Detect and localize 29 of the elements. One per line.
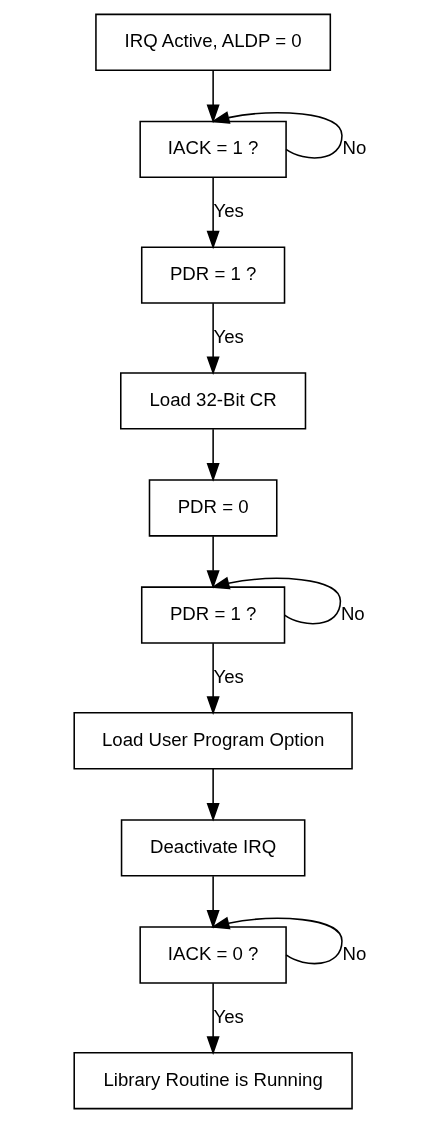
- node-box: Deactivate IRQ: [120, 819, 305, 877]
- node-box: PDR = 1 ?: [140, 586, 285, 644]
- arrow: [206, 982, 220, 1055]
- arrow: [206, 176, 220, 250]
- arrow: [206, 768, 220, 822]
- node-box: Load 32-Bit CR: [119, 372, 306, 430]
- node-box: PDR = 0: [148, 479, 278, 537]
- node-box: IACK = 0 ?: [138, 926, 287, 984]
- node-box: IACK = 1 ?: [138, 120, 287, 179]
- node-box: IRQ Active, ALDP = 0: [94, 13, 331, 71]
- arrow: [210, 576, 341, 625]
- edge-label: Yes: [212, 665, 244, 687]
- arrow: [210, 111, 343, 159]
- arrow: [206, 535, 220, 589]
- edge-label: No: [341, 137, 366, 159]
- node-box: Library Routine is Running: [72, 1052, 353, 1110]
- node-box: PDR = 1 ?: [140, 246, 285, 304]
- node-box: Load User Program Option: [72, 712, 353, 770]
- edge-label: No: [341, 942, 366, 964]
- edge-label: No: [340, 602, 365, 624]
- arrow: [206, 428, 220, 482]
- arrow: [206, 875, 220, 929]
- edge-label: Yes: [212, 325, 244, 347]
- edge-label: Yes: [212, 200, 244, 222]
- arrow: [206, 69, 220, 124]
- edge-label: Yes: [212, 1005, 244, 1027]
- arrow: [206, 642, 220, 715]
- arrow: [210, 916, 343, 965]
- arrow: [206, 302, 220, 376]
